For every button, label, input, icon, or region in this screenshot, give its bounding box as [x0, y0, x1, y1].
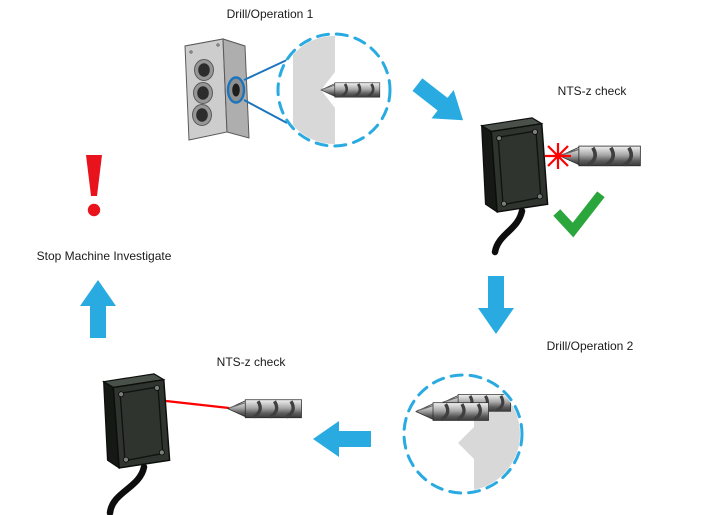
check2-illustration	[102, 373, 303, 515]
zoom-callout-line-bottom	[243, 99, 288, 124]
nts-z-sensor-icon	[102, 373, 171, 469]
flow-arrow-icon	[405, 69, 477, 137]
check1-illustration	[480, 117, 643, 256]
label-stop-machine-investigate: Stop Machine Investigate	[36, 249, 172, 263]
sensor-cable	[106, 463, 148, 515]
drill-bit-icon	[558, 144, 643, 168]
laser-spot-icon	[545, 143, 571, 169]
laser-beam-icon	[165, 399, 230, 410]
workpiece-cross-section	[458, 401, 520, 491]
exclamation-icon	[86, 155, 102, 217]
zoom-callout-line-top	[243, 58, 290, 81]
nts-z-sensor-icon	[480, 117, 549, 213]
workpiece-cross-section	[293, 36, 335, 144]
green-check-icon	[553, 191, 605, 238]
drill-machine-icon	[184, 38, 250, 141]
drill-bit-icon	[226, 398, 303, 420]
operation1-illustration	[184, 32, 392, 148]
label-drill-operation-1: Drill/Operation 1	[226, 7, 314, 21]
flow-arrow-icon	[78, 278, 118, 338]
spindle-highlight-icon	[226, 76, 246, 104]
flow-arrow-icon	[311, 419, 371, 459]
operation2-illustration	[402, 373, 524, 495]
machine-hole-icon	[192, 59, 214, 126]
label-nts-z-check-2: NTS-z check	[216, 355, 286, 369]
label-drill-operation-2: Drill/Operation 2	[546, 339, 634, 353]
sensor-cable	[491, 207, 526, 256]
label-nts-z-check-1: NTS-z check	[557, 84, 627, 98]
flow-arrow-icon	[476, 276, 516, 336]
